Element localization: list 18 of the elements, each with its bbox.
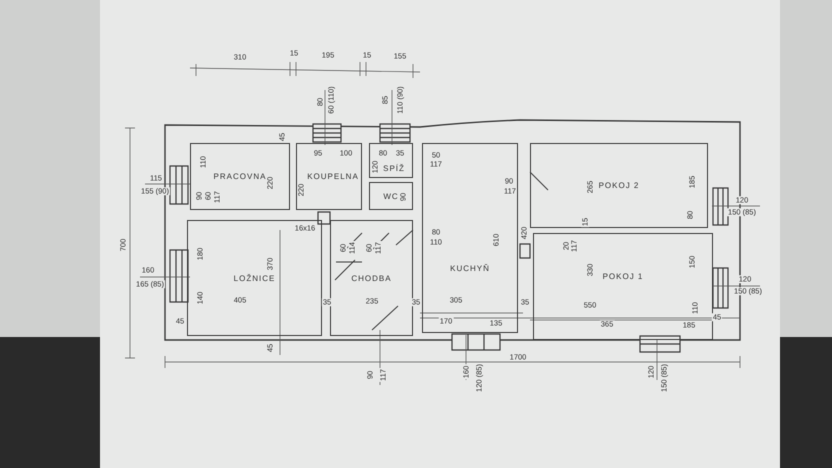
room-name: POKOJ 1 [602,272,644,281]
room-outline [187,220,322,336]
room-name: KOUPELNA [307,172,359,181]
room-name: CHODBA [351,274,392,282]
room-name: WC [383,192,399,200]
room-outline [369,182,413,210]
room-outline [296,143,362,210]
room-name: LOŽNICE [234,274,276,282]
room-outline [533,233,713,340]
room-outline [530,143,708,228]
room-outline [369,143,413,178]
room-name: SPÍŽ [383,164,405,173]
room-name: POKOJ 2 [598,181,640,190]
room-name: PRACOVNA [214,172,266,181]
room-outline [330,220,413,336]
room-outline [190,143,290,210]
room-outline [422,143,518,333]
room-name: KUCHYŇ [450,264,490,272]
